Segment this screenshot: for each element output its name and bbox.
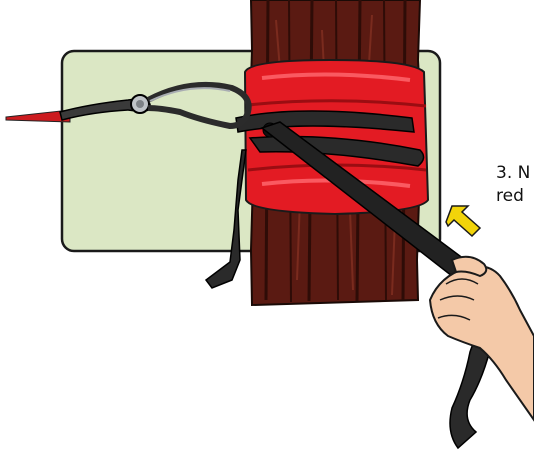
hand-illustration	[430, 257, 534, 420]
step-caption: 3. N red	[496, 162, 534, 208]
caption-line-2: red	[496, 185, 534, 208]
yellow-arrow-icon	[446, 206, 480, 236]
caption-line-1: 3. N	[496, 162, 534, 185]
